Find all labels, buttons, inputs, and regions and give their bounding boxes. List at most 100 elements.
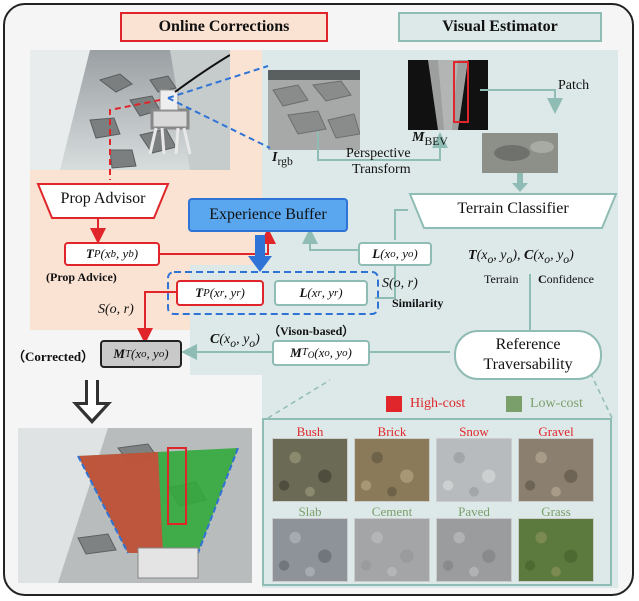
- s-or-left: S(o, r): [98, 302, 134, 317]
- mto-args3: ): [347, 345, 352, 360]
- c-xo-args2: , y: [550, 248, 564, 263]
- high-cost-label: High-cost: [410, 396, 466, 411]
- c-xo-symbol: C: [524, 248, 534, 263]
- terrain-texture-brick: [354, 438, 430, 502]
- corrected-map-photo: [18, 428, 252, 583]
- l-xr-sub2: r: [334, 287, 339, 299]
- tp-xr-sub4: r: [236, 287, 241, 299]
- mto-sub-o: O: [307, 350, 315, 361]
- confidence-c: C: [538, 272, 547, 286]
- tp-xr-args5: ): [240, 285, 245, 300]
- prop-advisor-label: Prop Advisor: [60, 190, 146, 207]
- vision-based-label: （Vison-based）: [268, 324, 355, 338]
- terrain-classifier-label: Terrain Classifier: [457, 200, 569, 217]
- experience-buffer-label: Experience Buffer: [209, 206, 327, 223]
- l-xr-sub: r: [317, 287, 322, 299]
- tp-xr-args3: , y: [224, 285, 237, 300]
- mt-args2: , y: [146, 346, 159, 361]
- l-xr-symbol: L: [299, 285, 308, 300]
- mt-sub2: o: [141, 348, 147, 360]
- tp-xb-args3: , y: [116, 246, 129, 261]
- tp-xr-args: (x: [209, 285, 220, 300]
- terrain-texture-cement: [354, 518, 430, 582]
- i-rgb-sub: rgb: [277, 154, 293, 168]
- low-cost-label: Low-cost: [530, 396, 583, 411]
- c-xo-sub: o: [544, 252, 551, 266]
- confidence-word: Confidence: [538, 272, 594, 287]
- low-cost-swatch: [506, 396, 522, 412]
- mto-sub4: o: [342, 347, 348, 359]
- mt-sub3: o: [158, 348, 165, 360]
- l-xo-symbol: L: [372, 246, 381, 261]
- reference-label-2: Traversability: [483, 356, 573, 373]
- mto-sub3: o: [324, 347, 330, 359]
- l-xr-args: (x: [307, 285, 318, 300]
- c-mid-symbol: C: [210, 332, 220, 347]
- mto-symbol: M: [290, 345, 302, 360]
- terrain-texture-slab: [272, 518, 348, 582]
- mto-sub-t: T: [301, 345, 308, 358]
- t-xo-args: (x: [476, 248, 488, 263]
- reference-label-1: Reference: [495, 336, 561, 353]
- terrain-label-brick: Brick: [377, 424, 407, 439]
- terrain-label-grass: Grass: [541, 504, 571, 519]
- l-xr-args2: , y: [321, 285, 334, 300]
- c-mid-args3: ): [255, 332, 260, 347]
- patch-label: Patch: [558, 78, 590, 93]
- mt-args3: ): [164, 346, 169, 361]
- m-bev-symbol: M: [412, 130, 425, 145]
- rgb-image: [268, 70, 360, 150]
- confidence-rest: onfidence: [546, 272, 594, 286]
- t-xo-sub: o: [487, 252, 494, 266]
- tp-xb-symbol: T: [85, 246, 94, 261]
- mt-symbol: M: [113, 346, 125, 361]
- c-mid-sub: o: [230, 336, 237, 350]
- l-xo-sub: o: [390, 248, 396, 260]
- perspective-label-2: Transform: [352, 162, 411, 177]
- s-or-right: S(o, r): [382, 276, 418, 291]
- terrain-texture-bush: [272, 438, 348, 502]
- terrain-label-bush: Bush: [296, 424, 324, 439]
- terrain-texture-panel: [262, 418, 612, 586]
- i-rgb-label: Irgb: [272, 150, 293, 168]
- terrain-label-slab: Slab: [298, 504, 322, 519]
- t-xo-sub2: o: [506, 252, 513, 266]
- terrain-label-gravel: Gravel: [538, 424, 574, 439]
- patch-image: [482, 133, 558, 173]
- c-xo-sub2: o: [563, 252, 570, 266]
- tp-xr-symbol: T: [195, 285, 204, 300]
- tp-xr-sub: P: [203, 287, 210, 299]
- visual-estimator-title: Visual Estimator: [398, 12, 602, 42]
- t-xo-args2: , y: [493, 248, 507, 263]
- mto-args2: , y: [329, 345, 343, 360]
- c-xo-args: (x: [533, 248, 545, 263]
- l-xo-args: (x: [380, 246, 391, 261]
- terrain-label-cement: Cement: [371, 504, 413, 519]
- t-c-xo-label: T(xo, yo), C(xo, yo): [468, 248, 574, 266]
- l-xo-args2: , y: [395, 246, 408, 261]
- tp-xb-args: (x: [100, 246, 111, 261]
- l-xr-args3: ): [338, 285, 343, 300]
- c-mid-args2: , y: [236, 332, 250, 347]
- tp-xb-args4: b: [128, 248, 134, 260]
- tp-xb-args5: ): [133, 246, 139, 261]
- similarity-label: Similarity: [392, 296, 444, 310]
- tp-xb-args2: b: [110, 248, 117, 260]
- bev-image: [408, 60, 488, 130]
- terrain-texture-paved: [436, 518, 512, 582]
- t-xo-args3: ),: [512, 248, 521, 263]
- perspective-label-1: Perspective: [346, 146, 411, 161]
- terrain-texture-snow: [436, 438, 512, 502]
- experience-buffer: Experience Buffer: [188, 198, 348, 232]
- i-rgb-symbol: I: [272, 150, 278, 165]
- terrain-texture-gravel: [518, 438, 594, 502]
- c-mid-args: (x: [219, 332, 231, 347]
- tp-xb-sub: P: [93, 248, 101, 260]
- l-xo-args3: ): [413, 246, 418, 261]
